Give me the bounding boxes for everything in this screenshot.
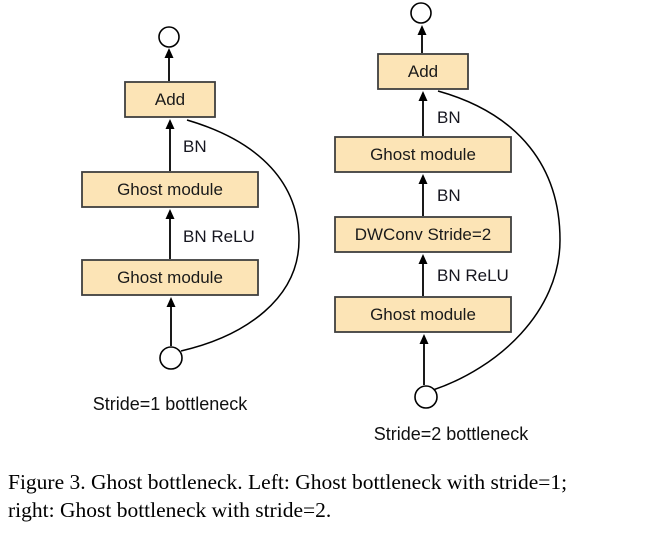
stride2-diagram: Add BN Ghost module BN DWConv Stride=2 B… — [334, 2, 561, 444]
left-ghost-module-bottom-label: Ghost module — [117, 268, 223, 287]
stride2-caption: Stride=2 bottleneck — [374, 424, 530, 444]
figure-caption-line1: Figure 3. Ghost bottleneck. Left: Ghost … — [8, 470, 568, 494]
left-ghost-module-bottom-box — [81, 259, 259, 296]
right-ghost-module-bottom-box — [334, 296, 512, 333]
figure-caption: Figure 3. Ghost bottleneck. Left: Ghost … — [8, 468, 648, 524]
right-dwconv-label: DWConv Stride=2 — [355, 225, 492, 244]
left-input-circle — [159, 346, 183, 370]
right-ghost-module-top-label: Ghost module — [370, 145, 476, 164]
right-ghost-module-bottom-label: Ghost module — [370, 305, 476, 324]
left-bn-relu-label: BN ReLU — [183, 227, 255, 246]
left-bn-label: BN — [183, 137, 207, 156]
right-bn-mid-label: BN — [437, 186, 461, 205]
left-add-label: Add — [155, 90, 185, 109]
figure-caption-line2: right: Ghost bottleneck with stride=2. — [8, 498, 332, 522]
right-bn-relu-label: BN ReLU — [437, 266, 509, 285]
right-add-box — [377, 53, 469, 90]
right-ghost-module-top-box — [334, 136, 512, 173]
left-ghost-module-top-box — [81, 171, 259, 208]
left-skip-connection-curve — [180, 119, 300, 352]
right-input-circle — [414, 385, 438, 409]
right-add-label: Add — [408, 62, 438, 81]
left-add-box — [124, 81, 216, 118]
stride1-diagram: Add BN Ghost module BN ReLU Ghost module… — [81, 26, 300, 414]
stride1-caption: Stride=1 bottleneck — [93, 394, 249, 414]
right-bn-top-label: BN — [437, 108, 461, 127]
right-dwconv-box — [334, 216, 512, 253]
left-output-circle — [158, 26, 180, 48]
ghost-bottleneck-diagram: Add BN Ghost module BN ReLU Ghost module… — [81, 2, 561, 444]
right-skip-connection-curve — [432, 90, 561, 391]
right-output-circle — [410, 2, 432, 24]
left-ghost-module-top-label: Ghost module — [117, 180, 223, 199]
